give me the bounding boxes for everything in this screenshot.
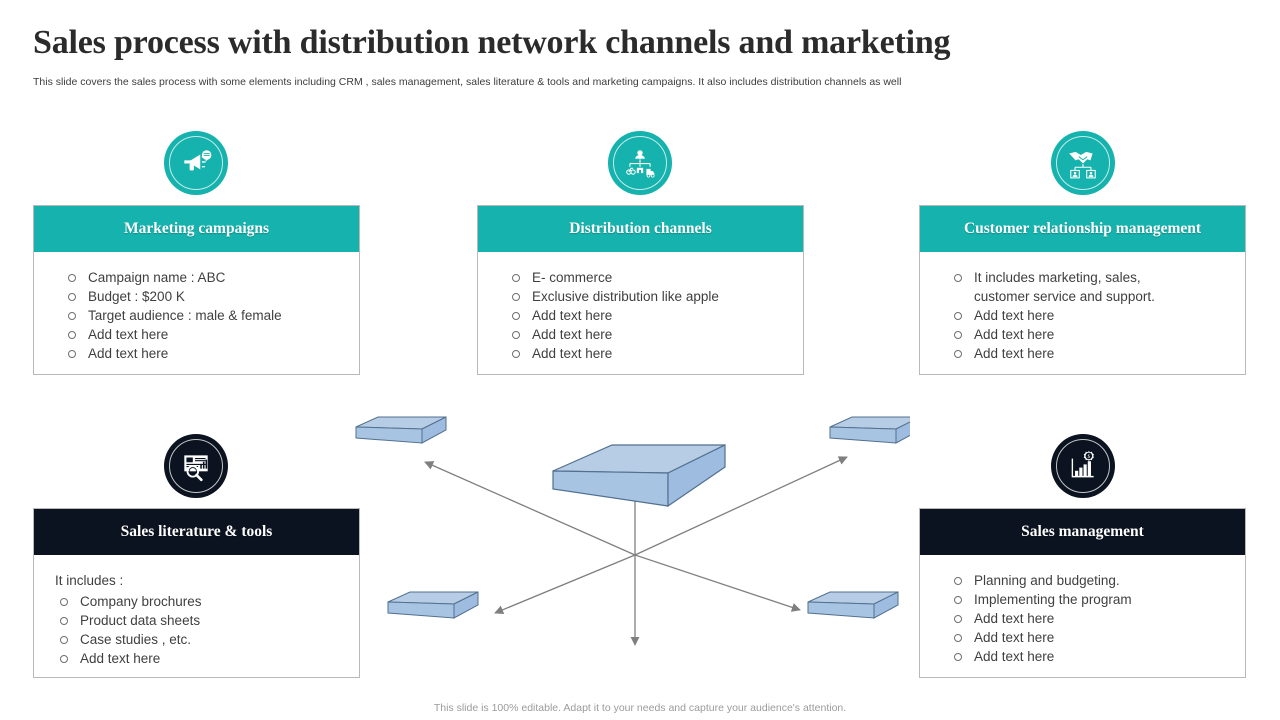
badge-ring <box>613 136 667 190</box>
list-item: Add text here <box>948 609 1231 628</box>
list-item: It includes marketing, sales, customer s… <box>948 268 1231 306</box>
card-distribution-channels[interactable]: Distribution channels E- commerce Exclus… <box>477 205 804 375</box>
list-item: Add text here <box>54 649 345 668</box>
list-item: Budget : $200 K <box>62 287 345 306</box>
list-item: Add text here <box>62 344 345 363</box>
card-sales-management[interactable]: Sales management Planning and budgeting.… <box>919 508 1246 678</box>
list-item: Add text here <box>506 306 789 325</box>
bullet-list: E- commerce Exclusive distribution like … <box>506 268 789 363</box>
diagram-node-box <box>387 591 479 619</box>
list-item: Add text here <box>948 647 1231 666</box>
bullet-list: It includes marketing, sales, customer s… <box>948 268 1231 363</box>
bullet-list: Campaign name : ABC Budget : $200 K Targ… <box>62 268 345 363</box>
badge-distribution-channels <box>608 131 672 195</box>
list-item: Exclusive distribution like apple <box>506 287 789 306</box>
badge-ring <box>169 136 223 190</box>
footer-note: This slide is 100% editable. Adapt it to… <box>433 702 847 714</box>
distribution-network-diagram <box>350 405 910 665</box>
list-item: Case studies , etc. <box>54 630 345 649</box>
badge-sales-literature-tools <box>164 434 228 498</box>
card-title: Distribution channels <box>478 206 803 252</box>
card-title: Sales management <box>920 509 1245 555</box>
arrow-up-right <box>634 456 848 556</box>
svg-text:$: $ <box>1088 455 1091 460</box>
handshake-network-icon <box>1069 151 1096 179</box>
card-body: E- commerce Exclusive distribution like … <box>478 252 803 374</box>
card-title: Customer relationship management <box>920 206 1245 252</box>
card-lead-text: It includes : <box>55 573 124 588</box>
list-item: E- commerce <box>506 268 789 287</box>
badge-ring <box>1056 439 1110 493</box>
arrow-down-left <box>494 554 636 615</box>
card-title: Sales literature & tools <box>34 509 359 555</box>
card-sales-literature-tools[interactable]: Sales literature & tools It includes : C… <box>33 508 360 678</box>
list-item: Add text here <box>506 344 789 363</box>
diagram-arrows <box>424 456 848 646</box>
diagram-hub-box <box>552 444 726 508</box>
badge-ring <box>169 439 223 493</box>
card-body: Planning and budgeting. Implementing the… <box>920 555 1245 677</box>
card-body: It includes : Company brochures Product … <box>34 555 359 677</box>
list-item: Add text here <box>948 628 1231 647</box>
bullet-list: Company brochures Product data sheets Ca… <box>54 592 345 668</box>
card-title: Marketing campaigns <box>34 206 359 252</box>
badge-sales-management: $ <box>1051 434 1115 498</box>
diagram-node-box <box>829 416 910 444</box>
list-item: Add text here <box>62 325 345 344</box>
list-item: Target audience : male & female <box>62 306 345 325</box>
list-item: Campaign name : ABC <box>62 268 345 287</box>
list-item: Add text here <box>506 325 789 344</box>
badge-marketing-campaigns <box>164 131 228 195</box>
list-item: Product data sheets <box>54 611 345 630</box>
list-item: Add text here <box>948 344 1231 363</box>
card-marketing-campaigns[interactable]: Marketing campaigns Campaign name : ABC … <box>33 205 360 375</box>
diagram-node-box <box>355 416 447 444</box>
card-customer-relationship-management[interactable]: Customer relationship management It incl… <box>919 205 1246 375</box>
list-item: Add text here <box>948 325 1231 344</box>
growth-chart-gear-icon: $ <box>1071 451 1094 478</box>
badge-ring <box>1056 136 1110 190</box>
bullet-list: Planning and budgeting. Implementing the… <box>948 571 1231 666</box>
list-item: Add text here <box>948 306 1231 325</box>
diagram-node-box <box>807 591 899 619</box>
list-item: Implementing the program <box>948 590 1231 609</box>
distribution-network-icon <box>626 150 655 178</box>
list-item: Company brochures <box>54 592 345 611</box>
presentation-search-icon <box>184 455 208 482</box>
card-body: It includes marketing, sales, customer s… <box>920 252 1245 374</box>
list-item: Planning and budgeting. <box>948 571 1231 590</box>
arrow-up-left <box>424 461 636 556</box>
page-title: Sales process with distribution network … <box>33 24 951 61</box>
arrow-down-right <box>634 554 801 612</box>
megaphone-icon <box>184 150 212 171</box>
card-body: Campaign name : ABC Budget : $200 K Targ… <box>34 252 359 374</box>
page-subtitle: This slide covers the sales process with… <box>33 76 902 88</box>
badge-customer-relationship-management <box>1051 131 1115 195</box>
